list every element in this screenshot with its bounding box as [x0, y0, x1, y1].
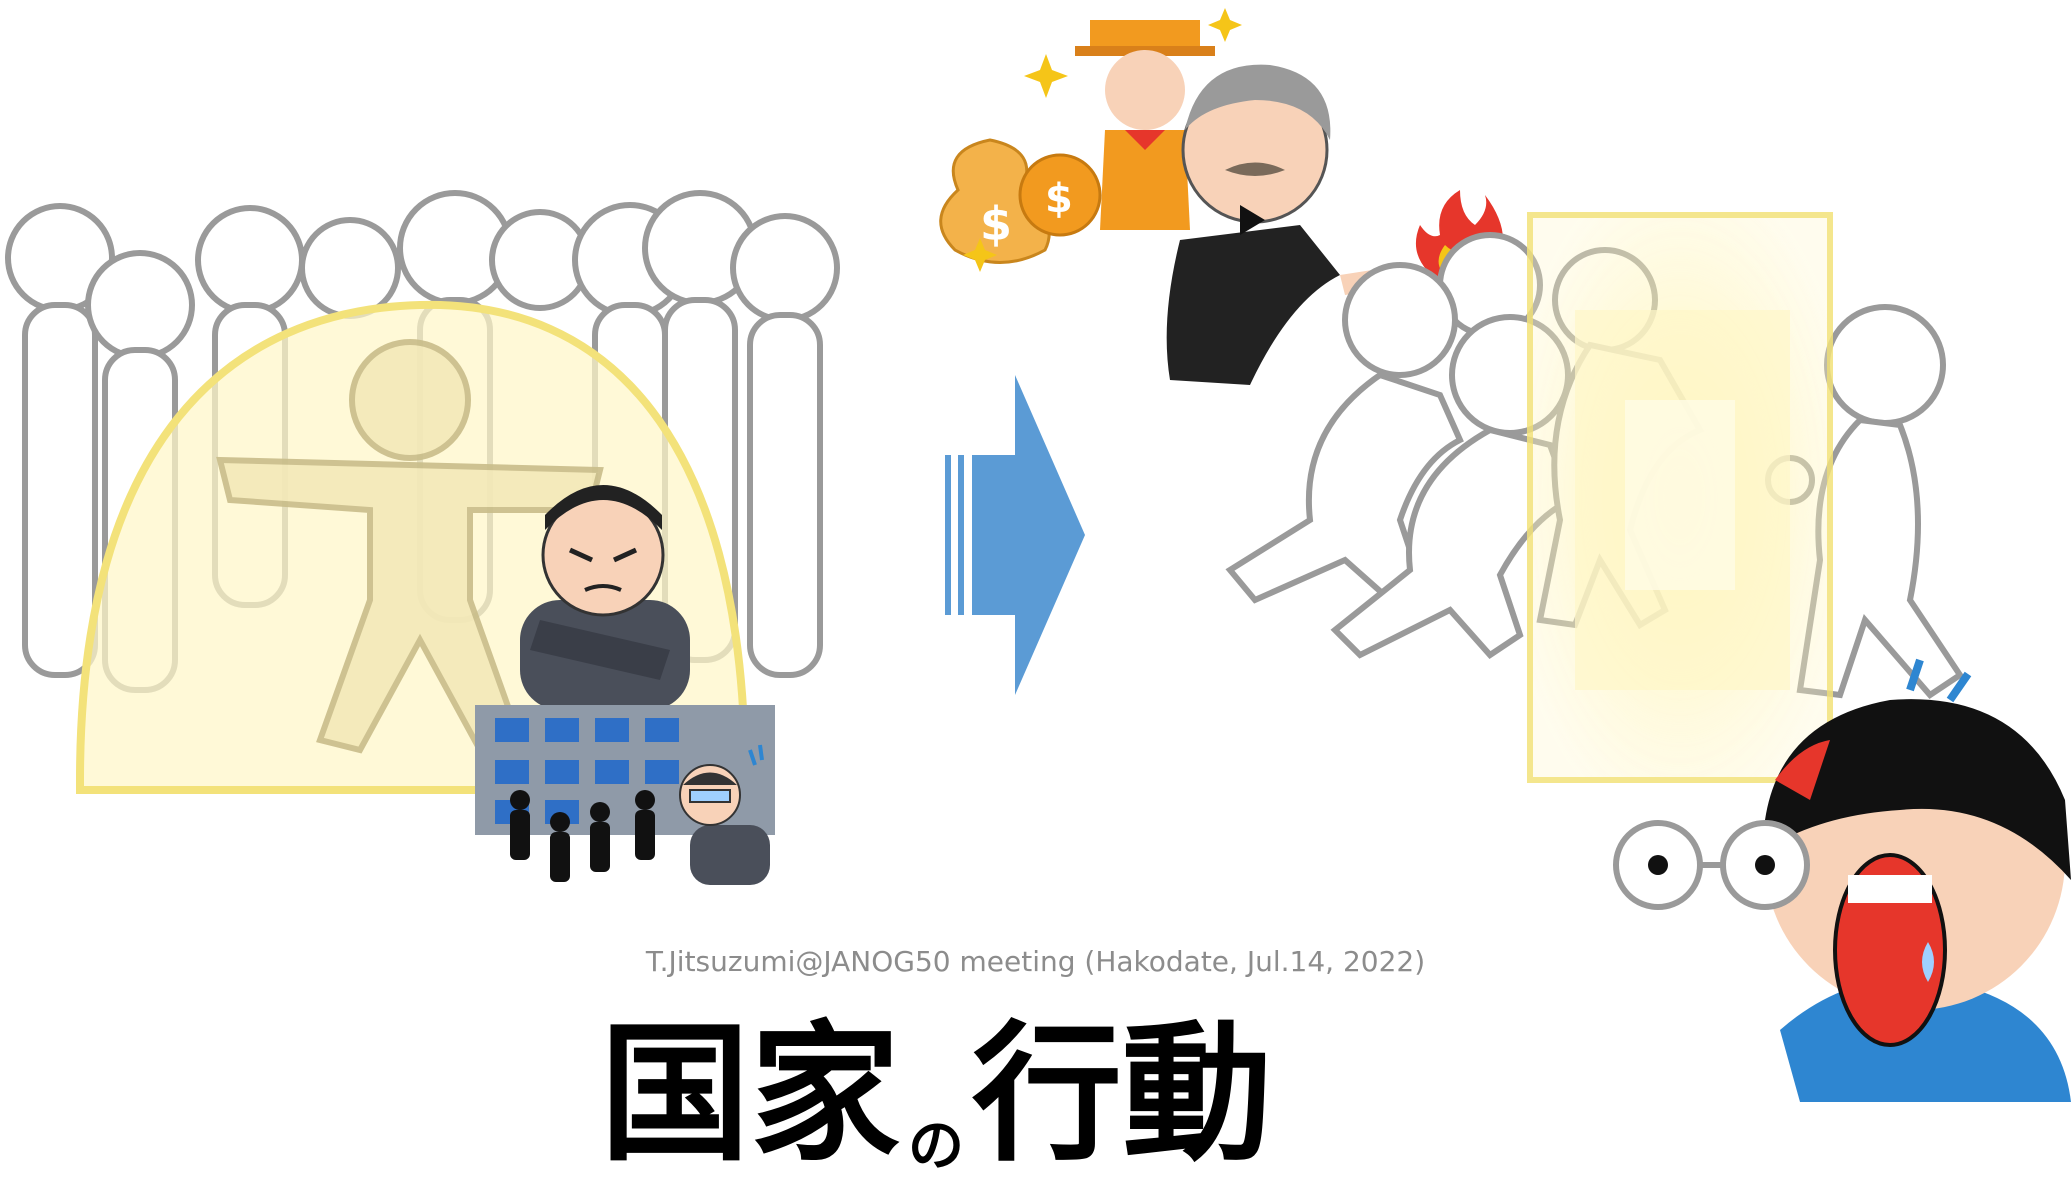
svg-text:$: $	[1045, 176, 1073, 222]
old-gentleman-icon	[1166, 64, 1385, 385]
silhouettes-icon	[510, 790, 655, 882]
title-part1: 国家	[600, 1008, 901, 1182]
glowing-barrier-icon	[1527, 212, 1833, 783]
shocked-man-icon	[1613, 658, 2071, 1102]
worried-worker-icon	[679, 744, 770, 885]
title-connector: の	[908, 1114, 965, 1179]
slide-title: 国家の行動	[600, 1020, 1300, 1179]
angry-official-icon	[520, 485, 690, 710]
svg-text:$: $	[980, 197, 1012, 251]
slide-credit: T.Jitsuzumi@JANOG50 meeting (Hakodate, J…	[645, 945, 1426, 978]
slide-illustration: $ $	[5, 8, 2071, 1102]
rich-man-with-money-icon: $ $	[939, 8, 1242, 272]
title-part2: 行動	[972, 1008, 1273, 1182]
right-arrow-icon	[945, 375, 1085, 695]
